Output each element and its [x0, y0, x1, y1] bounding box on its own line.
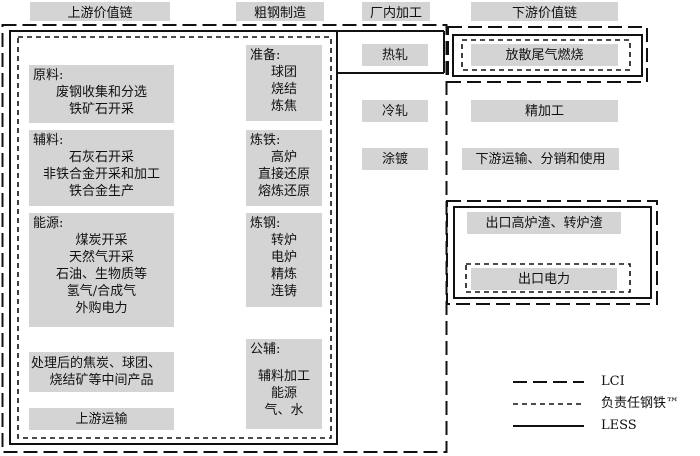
- energy-item: 氢气/合成气: [66, 284, 137, 299]
- responsible-steel-boundary-flaring: [461, 39, 631, 71]
- legend-label-lci: LCI: [601, 374, 625, 389]
- steelmaking-item: 转炉: [270, 233, 297, 248]
- intermediate-products-line: 处理后的焦炭、球团、: [31, 356, 162, 371]
- preparation-box: 准备: 球团 烧结 炼焦: [246, 45, 322, 121]
- upstream-transport-box: 上游运输: [29, 408, 174, 430]
- steelmaking-item: 电炉: [270, 250, 297, 265]
- finishing-box: 精加工: [471, 100, 618, 122]
- energy-item: 煤炭开采: [75, 233, 128, 248]
- responsible-steel-boundary-main: [17, 36, 332, 439]
- energy-item: 石油、生物质等: [55, 267, 147, 282]
- utilities-item: 辅料加工: [257, 369, 310, 384]
- steelmaking-box: 炼钢: 转炉 电炉 精炼 连铸: [246, 213, 322, 307]
- raw-material-title: 原料:: [33, 68, 64, 83]
- ironmaking-item: 高炉: [270, 150, 297, 165]
- lci-boundary-main: [1, 24, 448, 453]
- energy-item: 外购电力: [75, 301, 128, 316]
- auxiliary-item: 非铁合金开采和加工: [42, 167, 160, 182]
- coating-box: 涂镀: [362, 148, 428, 170]
- header-crude-steel: 粗钢制造: [236, 2, 324, 21]
- preparation-item: 烧结: [270, 82, 297, 97]
- header-in-plant: 厂内加工: [362, 2, 430, 21]
- lci-boundary-export: [446, 200, 658, 305]
- raw-material-item: 铁矿石开采: [68, 102, 134, 117]
- responsible-steel-boundary-export: [465, 263, 631, 293]
- preparation-title: 准备:: [250, 48, 281, 63]
- steelmaking-item: 连铸: [270, 284, 297, 299]
- hot-rolling-box: 热轧: [362, 44, 428, 66]
- cold-rolling-box: 冷轧: [362, 100, 428, 122]
- ironmaking-item: 熔炼还原: [257, 184, 310, 199]
- ironmaking-item: 直接还原: [257, 167, 310, 182]
- auxiliary-box: 辅料: 石灰石开采 非铁合金开采和加工 铁合金生产: [29, 130, 174, 206]
- header-upstream: 上游价值链: [30, 2, 170, 21]
- auxiliary-item: 石灰石开采: [68, 150, 134, 165]
- export-power-box: 出口电力: [471, 268, 617, 290]
- intermediate-products-line: 烧结矿等中间产品: [49, 373, 154, 388]
- utilities-item: 气、水: [264, 403, 304, 418]
- distribution-box: 下游运输、分销和使用: [462, 148, 619, 170]
- utilities-item: 能源: [270, 386, 297, 401]
- ironmaking-box: 炼铁: 高炉 直接还原 熔炼还原: [246, 130, 322, 206]
- utilities-title: 公辅:: [250, 342, 281, 357]
- legend-label-less: LESS: [601, 418, 637, 433]
- legend-label-responsible-steel: 负责任钢铁™: [601, 396, 680, 411]
- lci-boundary-flaring: [447, 26, 648, 83]
- preparation-item: 炼焦: [270, 99, 297, 114]
- less-boundary-flaring: [452, 34, 643, 77]
- header-downstream: 下游价值链: [471, 2, 618, 21]
- flaring-box: 放散尾气燃烧: [471, 44, 618, 66]
- energy-title: 能源:: [33, 216, 64, 231]
- auxiliary-title: 辅料:: [33, 133, 64, 148]
- auxiliary-item: 铁合金生产: [68, 184, 134, 199]
- raw-material-box: 原料: 废钢收集和分选 铁矿石开采: [29, 65, 174, 123]
- raw-material-item: 废钢收集和分选: [55, 85, 147, 100]
- energy-item: 天然气开采: [68, 250, 134, 265]
- less-boundary-main: [9, 30, 338, 445]
- less-boundary-export: [453, 206, 652, 299]
- steelmaking-item: 精炼: [270, 267, 297, 282]
- intermediate-products-box: 处理后的焦炭、球团、 烧结矿等中间产品: [29, 352, 174, 392]
- steelmaking-title: 炼钢:: [250, 216, 281, 231]
- preparation-item: 球团: [270, 65, 297, 80]
- utilities-box: 公辅: 辅料加工 能源 气、水: [246, 339, 322, 429]
- ironmaking-title: 炼铁:: [250, 133, 281, 148]
- energy-box: 能源: 煤炭开采 天然气开采 石油、生物质等 氢气/合成气 外购电力: [29, 213, 174, 327]
- export-slag-box: 出口高炉渣、转炉渣: [467, 212, 621, 234]
